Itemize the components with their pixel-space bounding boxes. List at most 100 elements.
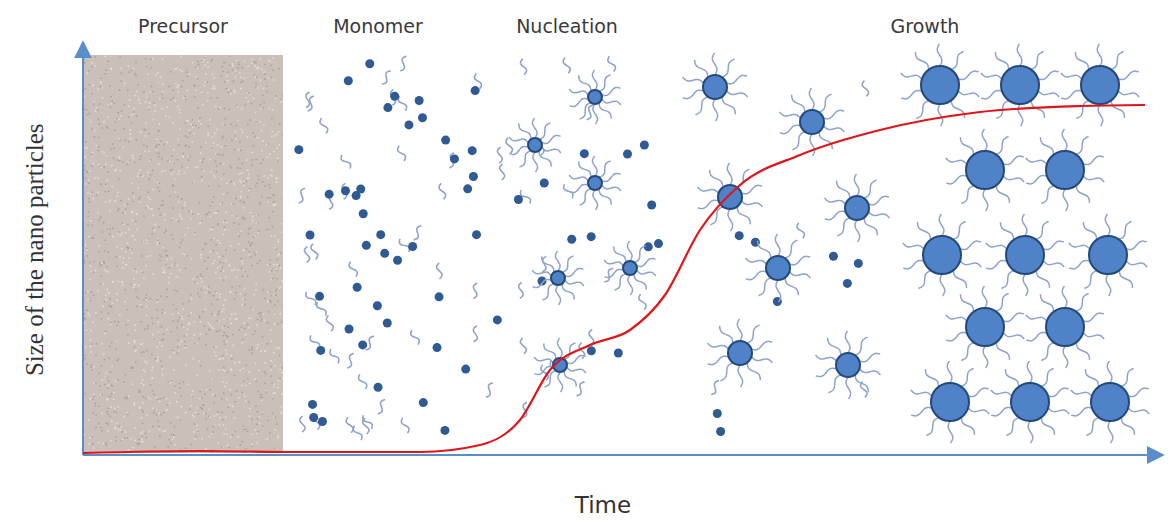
texture-speck — [111, 165, 113, 167]
texture-speck — [179, 247, 181, 249]
texture-speck — [242, 67, 244, 69]
texture-speck — [208, 328, 210, 330]
texture-speck — [264, 383, 266, 385]
ligand — [400, 56, 406, 71]
texture-speck — [181, 218, 183, 220]
texture-speck — [119, 138, 121, 140]
texture-speck — [118, 429, 120, 431]
texture-speck — [283, 266, 284, 268]
texture-speck — [214, 212, 216, 214]
texture-speck — [146, 362, 148, 364]
texture-speck — [240, 191, 242, 193]
texture-speck — [235, 131, 237, 133]
texture-speck — [161, 339, 163, 341]
texture-speck — [260, 312, 262, 314]
ligand — [353, 426, 362, 441]
texture-speck — [215, 106, 217, 108]
texture-speck — [223, 270, 225, 272]
texture-speck — [218, 320, 220, 322]
texture-speck — [275, 178, 277, 180]
texture-speck — [199, 317, 201, 319]
texture-speck — [185, 347, 187, 349]
texture-speck — [231, 313, 233, 315]
monomer-dot — [587, 232, 596, 241]
texture-speck — [93, 237, 95, 239]
texture-speck — [160, 414, 162, 416]
texture-speck — [248, 371, 250, 373]
texture-speck — [263, 107, 265, 109]
texture-speck — [210, 239, 212, 241]
texture-speck — [181, 341, 183, 343]
texture-speck — [141, 307, 143, 309]
texture-speck — [203, 413, 205, 415]
texture-speck — [152, 334, 154, 336]
monomer-dot — [315, 292, 324, 301]
texture-speck — [233, 411, 235, 413]
texture-speck — [108, 358, 110, 360]
texture-speck — [281, 372, 283, 374]
texture-speck — [139, 407, 141, 409]
texture-speck — [172, 304, 174, 306]
texture-speck — [88, 313, 90, 315]
texture-speck — [256, 251, 258, 253]
texture-speck — [198, 338, 200, 340]
texture-speck — [179, 316, 181, 318]
texture-speck — [112, 101, 114, 103]
texture-speck — [248, 402, 250, 404]
texture-speck — [186, 145, 188, 147]
texture-speck — [203, 404, 205, 406]
texture-speck — [136, 306, 138, 308]
texture-speck — [109, 298, 111, 300]
texture-speck — [197, 78, 199, 80]
texture-speck — [128, 106, 130, 108]
texture-speck — [207, 135, 209, 137]
texture-speck — [262, 336, 264, 338]
texture-speck — [172, 122, 174, 124]
texture-speck — [142, 411, 144, 413]
texture-speck — [257, 418, 259, 420]
texture-speck — [173, 369, 175, 371]
texture-speck — [223, 279, 225, 281]
texture-speck — [169, 116, 171, 118]
texture-speck — [181, 166, 183, 168]
texture-speck — [192, 182, 194, 184]
texture-speck — [281, 411, 283, 413]
texture-speck — [186, 68, 188, 70]
monomer-dot — [540, 179, 549, 188]
texture-speck — [107, 408, 109, 410]
texture-speck — [221, 266, 223, 268]
texture-speck — [221, 412, 223, 414]
texture-speck — [95, 270, 97, 272]
texture-speck — [97, 212, 99, 214]
texture-speck — [138, 389, 140, 391]
texture-speck — [119, 139, 121, 141]
texture-speck — [187, 167, 189, 169]
texture-speck — [213, 295, 215, 297]
texture-speck — [92, 322, 94, 324]
texture-speck — [138, 439, 140, 441]
texture-speck — [179, 449, 181, 451]
texture-speck — [161, 326, 163, 328]
ligand — [592, 156, 597, 176]
texture-speck — [177, 86, 179, 88]
texture-speck — [282, 306, 283, 308]
texture-speck — [120, 72, 122, 74]
texture-speck — [268, 230, 270, 232]
texture-speck — [86, 109, 88, 111]
ligand — [399, 239, 409, 252]
texture-speck — [267, 291, 269, 293]
texture-speck — [172, 314, 174, 316]
ligand — [565, 280, 584, 286]
texture-speck — [172, 169, 174, 171]
texture-speck — [214, 86, 216, 88]
texture-speck — [200, 123, 202, 125]
texture-speck — [176, 401, 178, 403]
texture-speck — [119, 425, 121, 427]
texture-speck — [253, 74, 255, 76]
texture-speck — [262, 159, 264, 161]
texture-speck — [248, 177, 250, 179]
ligand — [542, 256, 554, 272]
texture-speck — [251, 103, 253, 105]
texture-speck — [271, 279, 273, 281]
texture-speck — [172, 349, 174, 351]
